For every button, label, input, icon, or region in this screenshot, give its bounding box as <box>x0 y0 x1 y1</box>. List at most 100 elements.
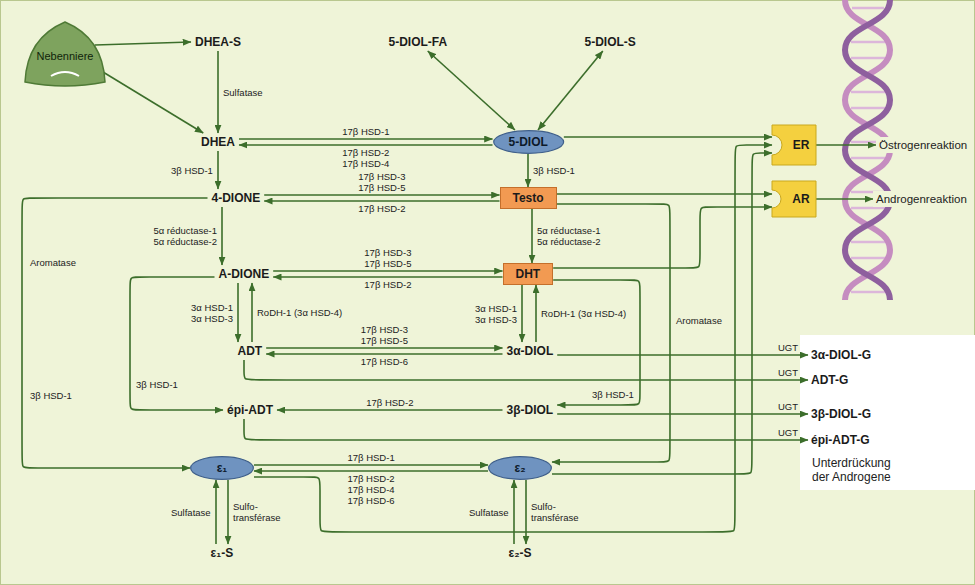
helix-rung <box>851 157 886 160</box>
node-text: épi-ADT <box>227 403 273 417</box>
reaction-arrow <box>557 354 808 356</box>
helix-rung <box>852 7 884 10</box>
enzyme-label: 3β HSD-1 <box>533 165 575 176</box>
helix-rung <box>851 57 886 60</box>
receptor-shape <box>772 125 816 165</box>
response-label: Östrogenreaktion <box>876 137 970 153</box>
reaction-arrow <box>557 193 772 195</box>
reaction-arrow <box>239 144 492 146</box>
reaction-arrow <box>428 51 515 130</box>
node-text: ε₂-S <box>509 546 532 560</box>
enzyme-label: 3α HSD-1 3α HSD-3 <box>183 302 233 324</box>
node-text: AR <box>792 192 809 206</box>
reaction-arrow <box>264 200 499 202</box>
reaction-arrow <box>217 151 219 189</box>
enzyme-label: 17β HSD-3 17β HSD-5 <box>354 171 410 193</box>
reaction-arrow <box>264 194 499 196</box>
helix-rung <box>851 91 886 94</box>
reaction-arrow <box>217 51 219 133</box>
reaction-arrow <box>273 276 502 278</box>
node-text: ε₂ <box>504 461 536 475</box>
hormone-box: DHT <box>503 263 554 285</box>
node-text: A-DIONE <box>219 267 270 281</box>
node-text: ε₁-S <box>211 546 234 560</box>
node-text: DHEA-S <box>195 35 241 49</box>
enzyme-label: 17β HSD-2 <box>364 279 411 290</box>
reaction-arrow <box>535 285 537 342</box>
reaction-arrow <box>513 480 515 544</box>
glucuronide-label: 3α-DIOL-G <box>808 347 874 363</box>
enzyme-label: 3β HSD-1 <box>592 389 634 400</box>
reaction-arrow <box>273 270 502 272</box>
receptor-symbol: AR <box>772 181 816 217</box>
enzyme-label: Sulfatase <box>469 507 509 518</box>
ellipse-shape <box>489 457 552 480</box>
enzyme-label: 17β HSD-3 17β HSD-5 <box>356 324 412 346</box>
compound-label: 5-DIOL-FA <box>385 33 452 51</box>
compound-label: 5-DIOL-S <box>581 33 640 51</box>
enzyme-label: Aromatase <box>30 257 76 268</box>
hormone-ellipse: ε₂ <box>488 456 552 480</box>
enzyme-label: RoDH-1 (3α HSD-4) <box>257 307 342 318</box>
reaction-arrow <box>254 464 488 466</box>
node-text: 3α-DIOL <box>507 344 554 358</box>
reaction-arrow <box>525 480 527 544</box>
node-text: 3β-DIOL <box>507 403 554 417</box>
node-text: Östrogenreaktion <box>879 138 967 152</box>
reaction-arrow <box>251 283 253 342</box>
reaction-arrow <box>244 360 808 380</box>
hormone-ellipse: ε₁ <box>190 456 254 480</box>
reaction-arrow <box>215 480 217 544</box>
reaction-arrow <box>237 283 239 342</box>
compound-label: 3β-DIOL <box>503 401 558 419</box>
helix-rung <box>851 291 886 294</box>
receptor-symbol: ER <box>772 125 816 165</box>
enzyme-label: UGT <box>778 342 798 353</box>
receptor-shape <box>772 181 816 217</box>
hormone-box: Testo <box>500 187 557 209</box>
enzyme-label: 17β HSD-2 <box>358 203 405 214</box>
helix-rung <box>851 257 886 260</box>
reaction-arrow <box>816 198 873 200</box>
enzyme-label: Sulfatase <box>223 87 263 98</box>
node-text: DHT <box>516 267 541 281</box>
enzyme-label: 3β HSD-1 <box>30 390 72 401</box>
node-text: ADT-G <box>811 373 848 387</box>
node-text: ER <box>793 138 810 152</box>
enzyme-label: 17β HSD-1 <box>348 452 395 463</box>
compound-label: ε₂-S <box>505 544 536 562</box>
reaction-arrow <box>521 285 523 342</box>
reaction-arrow <box>531 209 533 263</box>
node-text: 3α-DIOL-G <box>811 348 871 362</box>
reaction-arrow <box>95 42 191 45</box>
note-label: Unterdrückung der Androgene <box>812 456 904 484</box>
adrenal-gland: Nebenniere <box>17 18 113 86</box>
reaction-arrow <box>557 413 808 415</box>
enzyme-label: 3α HSD-1 3α HSD-3 <box>467 303 517 325</box>
node-text: Nebenniere <box>17 50 113 63</box>
enzyme-label: UGT <box>778 427 798 438</box>
enzyme-label: 17β HSD-2 17β HSD-4 17β HSD-6 <box>343 473 399 506</box>
helix-rung <box>851 41 886 44</box>
glucuronide-label: épi-ADT-G <box>808 432 873 448</box>
reaction-arrow <box>239 138 492 140</box>
node-text: 5-DIOL-FA <box>389 35 448 49</box>
node-text: 4-DIONE <box>212 191 261 205</box>
compound-label: 3α-DIOL <box>503 342 558 360</box>
reaction-arrow <box>266 347 502 349</box>
response-label: Androgenreaktion <box>873 191 970 207</box>
enzyme-label: 17β HSD-1 <box>342 126 389 137</box>
enzyme-label: 17β HSD-2 17β HSD-4 <box>338 147 394 169</box>
helix-rung <box>851 207 886 210</box>
reaction-arrow <box>553 280 640 405</box>
reaction-arrow <box>244 419 808 440</box>
compound-label: DHEA <box>197 133 239 151</box>
compound-label: épi-ADT <box>223 401 277 419</box>
reaction-arrow <box>130 277 223 410</box>
helix-rung <box>851 241 886 244</box>
reaction-arrow <box>103 72 203 133</box>
reaction-arrow <box>266 353 502 355</box>
